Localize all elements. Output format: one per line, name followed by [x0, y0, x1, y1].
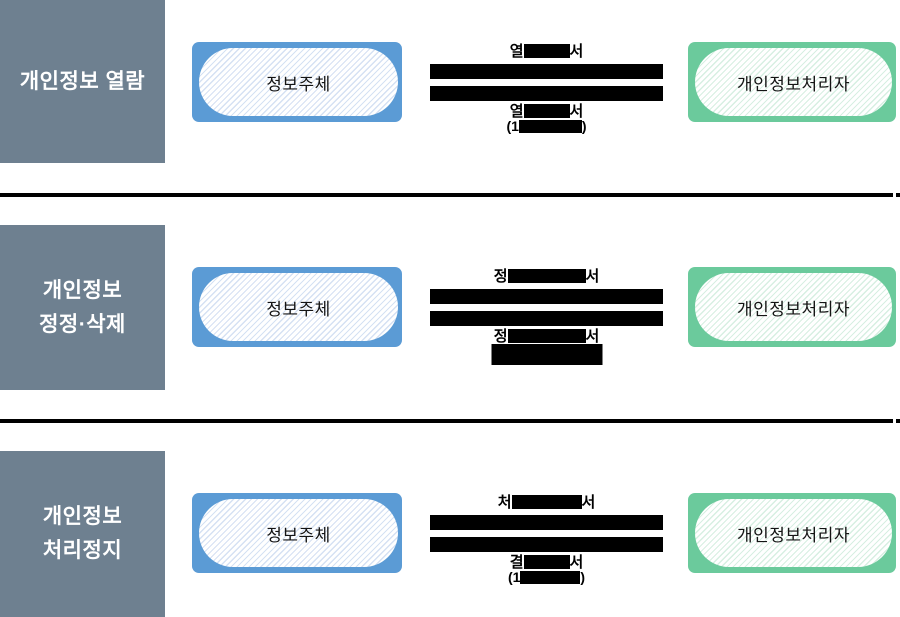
- row-title-box: 개인정보 정정·삭제: [0, 225, 165, 390]
- row-title-line1: 개인정보: [42, 278, 123, 302]
- request-doc-suffix: 서: [581, 494, 596, 511]
- response-doc-suffix: 서: [569, 554, 584, 571]
- processor-label: 개인정보처리자: [737, 74, 850, 94]
- processor-capsule: 개인정보처리자: [695, 273, 892, 341]
- redacted-text-bar: [511, 495, 582, 509]
- deadline-note-suffix: ): [580, 569, 586, 585]
- response-arrow-bar: [430, 86, 663, 101]
- row-title-box: 개인정보 처리정지: [0, 451, 165, 617]
- response-doc-prefix: 결: [509, 554, 524, 571]
- processor-label: 개인정보처리자: [737, 525, 850, 545]
- redacted-text-bar: [523, 104, 570, 118]
- response-doc-suffix: 서: [569, 103, 584, 120]
- data-subject-capsule: 정보주체: [199, 48, 398, 116]
- response-arrow-bar: [430, 537, 663, 552]
- data-subject-box: 정보주체: [192, 42, 402, 122]
- redacted-text-bar: [507, 269, 586, 283]
- deadline-note: (1): [430, 570, 663, 585]
- redacted-text-bar: [520, 571, 581, 584]
- processor-box: 개인정보처리자: [688, 42, 896, 122]
- data-subject-capsule: 정보주체: [199, 273, 398, 341]
- section-divider: [0, 193, 900, 197]
- data-subject-box: 정보주체: [192, 493, 402, 573]
- response-doc-suffix: 서: [585, 328, 600, 345]
- request-arrow-bar: [430, 289, 663, 304]
- processor-label: 개인정보처리자: [737, 299, 850, 319]
- redacted-text-bar: [523, 44, 570, 58]
- row-title-line2: 정정·삭제: [39, 312, 126, 336]
- redacted-text-bar: [518, 120, 582, 133]
- redacted-text-bar: [523, 555, 570, 569]
- data-subject-label: 정보주체: [266, 299, 331, 319]
- request-doc-suffix: 서: [585, 268, 600, 285]
- row-title-line2: 처리정지: [42, 539, 123, 562]
- request-doc-prefix: 열: [509, 43, 524, 60]
- processor-capsule: 개인정보처리자: [695, 48, 892, 116]
- request-arrow-bar: [430, 64, 663, 79]
- response-doc-prefix: 열: [509, 103, 524, 120]
- redacted-note-block: [491, 344, 602, 365]
- data-subject-label: 정보주체: [266, 74, 331, 94]
- redacted-text-bar: [507, 329, 586, 343]
- data-subject-label: 정보주체: [266, 525, 331, 545]
- request-doc-prefix: 정: [493, 268, 508, 285]
- deadline-note-prefix: (1: [507, 569, 521, 585]
- request-doc-prefix: 처: [497, 494, 512, 511]
- deadline-note: (1): [430, 119, 663, 134]
- response-arrow-bar: [430, 311, 663, 326]
- deadline-note-prefix: (1: [506, 118, 519, 134]
- section-divider: [0, 419, 900, 423]
- request-doc-suffix: 서: [569, 43, 584, 60]
- processor-capsule: 개인정보처리자: [695, 499, 892, 567]
- data-subject-capsule: 정보주체: [199, 499, 398, 567]
- row-title-line1: 개인정보: [42, 505, 123, 529]
- response-doc-prefix: 정: [493, 328, 508, 345]
- data-subject-box: 정보주체: [192, 267, 402, 347]
- processor-box: 개인정보처리자: [688, 493, 896, 573]
- row-title-box: 개인정보 열람: [0, 0, 165, 163]
- request-arrow-bar: [430, 515, 663, 530]
- processor-box: 개인정보처리자: [688, 267, 896, 347]
- row-title-line1: 개인정보 열람: [19, 69, 146, 93]
- deadline-note-suffix: ): [581, 118, 587, 134]
